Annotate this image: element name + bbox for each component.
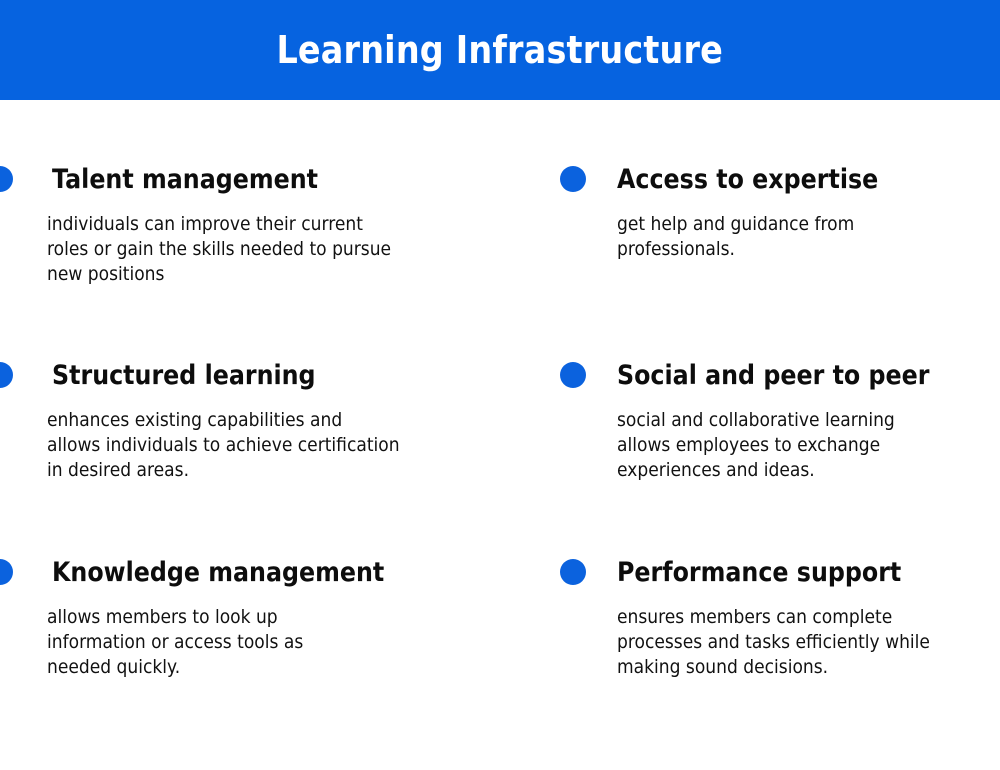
- feature-title: Social and peer to peer: [617, 359, 930, 391]
- description-line: social and collaborative learning: [617, 409, 895, 431]
- description-line: allows members to look up: [47, 606, 278, 628]
- page-title: Learning Infrastructure: [276, 28, 724, 72]
- description-line: professionals.: [617, 238, 735, 260]
- feature-description: allows members to look up information or…: [47, 605, 515, 680]
- feature-item-knowledge-management: Knowledge management allows members to l…: [0, 555, 520, 680]
- circle-bullet-icon: [0, 362, 13, 388]
- feature-heading-row: Knowledge management: [0, 555, 520, 589]
- description-line: experiences and ideas.: [617, 459, 815, 481]
- feature-title: Performance support: [617, 556, 902, 588]
- feature-heading-row: Structured learning: [0, 358, 520, 392]
- description-line: allows employees to exchange: [617, 434, 881, 456]
- feature-title: Talent management: [52, 163, 318, 195]
- feature-item-access-to-expertise: Access to expertise get help and guidanc…: [560, 162, 1000, 262]
- circle-bullet-icon: [0, 166, 13, 192]
- description-line: roles or gain the skills needed to pursu…: [47, 238, 392, 260]
- circle-bullet-icon: [0, 559, 13, 585]
- feature-description: ensures members can complete processes a…: [617, 605, 995, 680]
- circle-bullet-icon: [560, 166, 586, 192]
- feature-item-talent-management: Talent management individuals can improv…: [0, 162, 520, 287]
- description-line: allows individuals to achieve certificat…: [47, 434, 400, 456]
- circle-bullet-icon: [560, 362, 586, 388]
- description-line: making sound decisions.: [617, 656, 829, 678]
- feature-heading-row: Talent management: [0, 162, 520, 196]
- description-line: new positions: [47, 263, 165, 285]
- description-line: get help and guidance from: [617, 213, 855, 235]
- description-line: individuals can improve their current: [47, 213, 363, 235]
- feature-title: Structured learning: [52, 359, 316, 391]
- circle-bullet-icon: [560, 559, 586, 585]
- description-line: in desired areas.: [47, 459, 190, 481]
- feature-heading-row: Access to expertise: [560, 162, 1000, 196]
- feature-description: social and collaborative learning allows…: [617, 408, 995, 483]
- feature-item-social-and-peer-to-peer: Social and peer to peer social and colla…: [560, 358, 1000, 483]
- description-line: enhances existing capabilities and: [47, 409, 343, 431]
- description-line: needed quickly.: [47, 656, 181, 678]
- description-line: processes and tasks efficiently while: [617, 631, 930, 653]
- feature-description: individuals can improve their current ro…: [47, 212, 515, 287]
- feature-description: enhances existing capabilities and allow…: [47, 408, 515, 483]
- feature-heading-row: Social and peer to peer: [560, 358, 1000, 392]
- description-line: information or access tools as: [47, 631, 304, 653]
- features-grid: Talent management individuals can improv…: [0, 100, 1000, 770]
- feature-item-performance-support: Performance support ensures members can …: [560, 555, 1000, 680]
- feature-description: get help and guidance from professionals…: [617, 212, 995, 262]
- feature-title: Knowledge management: [52, 556, 385, 588]
- feature-title: Access to expertise: [617, 163, 879, 195]
- description-line: ensures members can complete: [617, 606, 893, 628]
- feature-heading-row: Performance support: [560, 555, 1000, 589]
- feature-item-structured-learning: Structured learning enhances existing ca…: [0, 358, 520, 483]
- header-banner: Learning Infrastructure: [0, 0, 1000, 100]
